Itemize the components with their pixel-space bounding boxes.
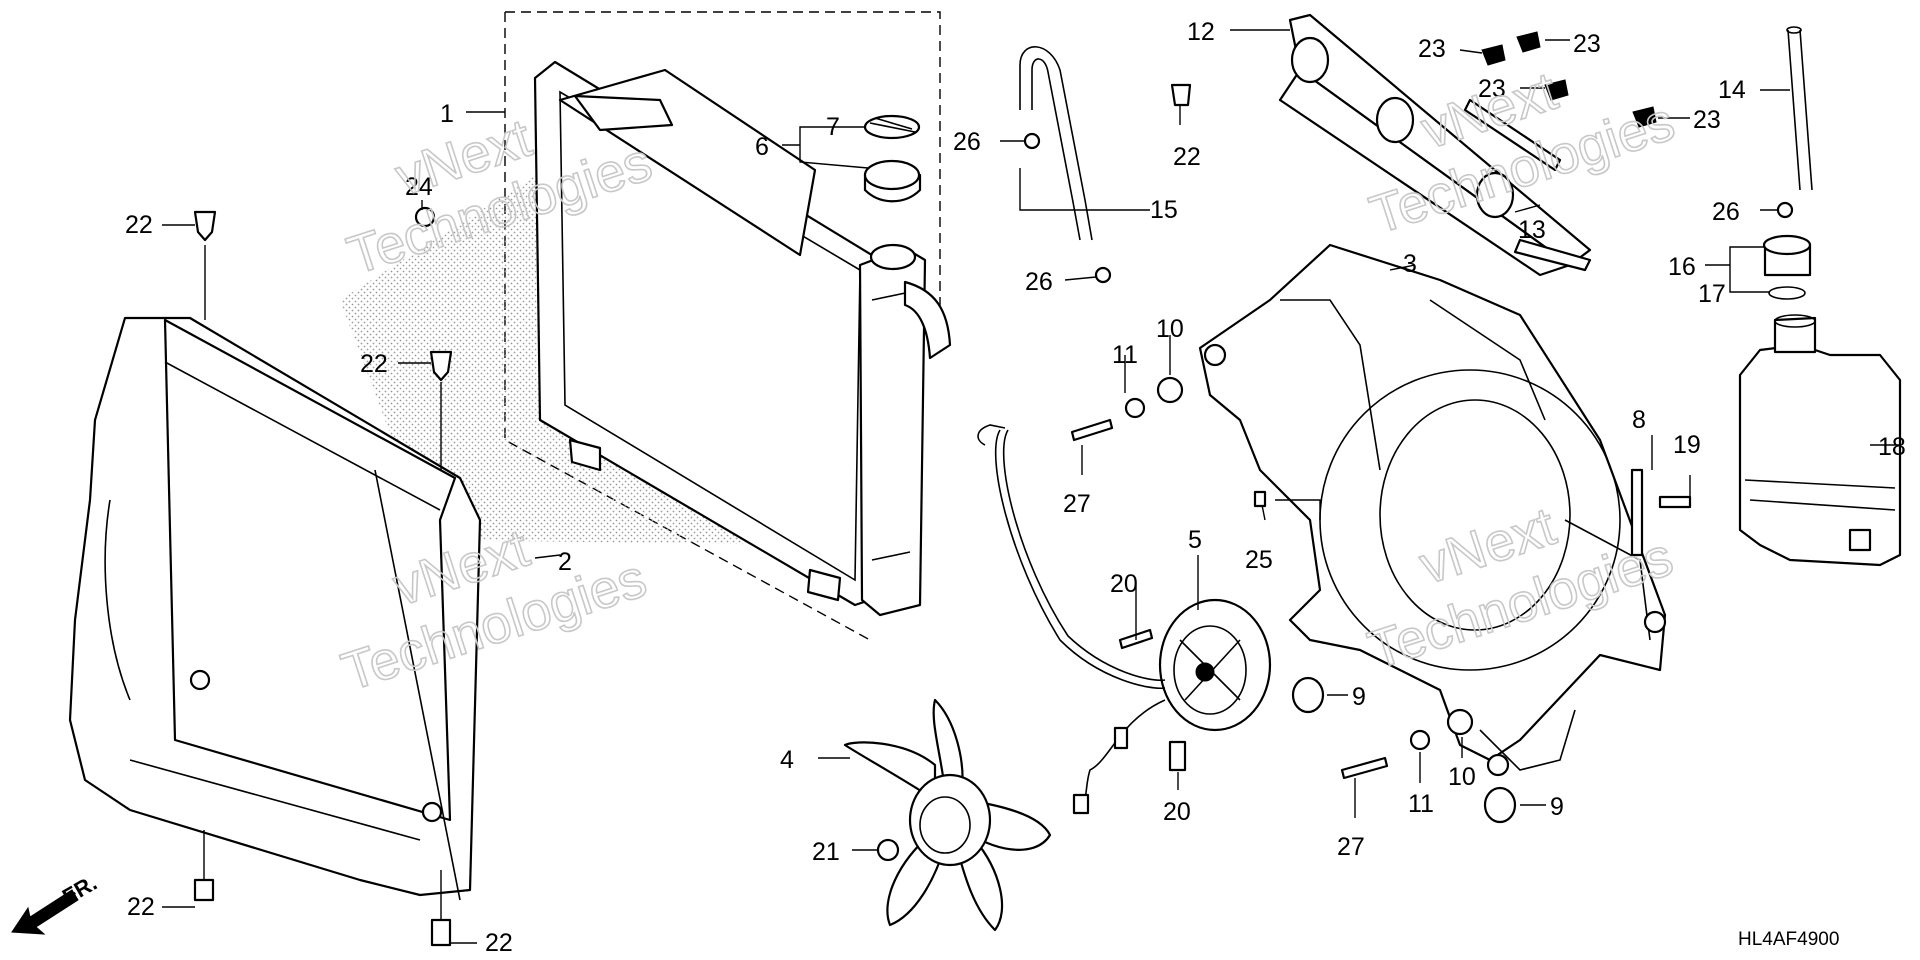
leader-lines — [162, 29, 1900, 944]
callout-21: 21 — [812, 838, 840, 866]
callout-15: 15 — [1150, 196, 1178, 224]
callout-2: 2 — [558, 548, 572, 576]
callout-5: 5 — [1188, 526, 1202, 554]
callout-26b: 26 — [1025, 268, 1053, 296]
callout-23c: 23 — [1478, 75, 1506, 103]
shroud — [68, 316, 482, 901]
callout-26c: 26 — [1712, 198, 1740, 226]
bracket — [1278, 13, 1592, 277]
callout-22d: 22 — [485, 929, 513, 957]
fan-shroud — [1198, 243, 1667, 777]
callout-27b: 27 — [1337, 833, 1365, 861]
callout-12: 12 — [1187, 18, 1215, 46]
callouts: 1 2 3 4 5 6 7 8 9 9 10 10 11 11 12 13 14… — [125, 18, 1906, 957]
callout-19: 19 — [1673, 431, 1701, 459]
hoses — [1019, 26, 1813, 241]
callout-20a: 20 — [1110, 570, 1138, 598]
reserve-cap — [1762, 234, 1812, 300]
fan — [843, 698, 1052, 932]
callout-17: 17 — [1698, 280, 1726, 308]
radiator — [340, 11, 952, 641]
callout-9b: 9 — [1550, 793, 1564, 821]
callout-23b: 23 — [1573, 30, 1601, 58]
radiator-cap — [863, 114, 922, 203]
callout-25: 25 — [1245, 546, 1273, 574]
diagram-code: HL4AF4900 — [1738, 929, 1839, 950]
callout-18: 18 — [1878, 433, 1906, 461]
callout-23a: 23 — [1418, 35, 1446, 63]
callout-10b: 10 — [1448, 763, 1476, 791]
callout-7: 7 — [826, 113, 840, 141]
callout-11a: 11 — [1112, 341, 1138, 369]
callout-11b: 11 — [1408, 790, 1434, 818]
callout-22c: 22 — [127, 893, 155, 921]
callout-22e: 22 — [1173, 143, 1201, 171]
callout-23d: 23 — [1693, 106, 1721, 134]
callout-27a: 27 — [1063, 490, 1091, 518]
callout-14: 14 — [1718, 76, 1746, 104]
callout-6: 6 — [755, 133, 769, 161]
callout-26a: 26 — [953, 128, 981, 156]
fan-motor — [977, 424, 1272, 815]
callout-4: 4 — [780, 746, 794, 774]
fasteners — [193, 31, 1794, 947]
callout-1: 1 — [440, 100, 454, 128]
callout-9a: 9 — [1352, 683, 1366, 711]
callout-13: 13 — [1518, 216, 1546, 244]
callout-20b: 20 — [1163, 798, 1191, 826]
callout-10a: 10 — [1156, 315, 1184, 343]
callout-16: 16 — [1668, 253, 1696, 281]
callout-22b: 22 — [360, 350, 388, 378]
callout-22a: 22 — [125, 211, 153, 239]
callout-24: 24 — [405, 173, 433, 201]
reserve-tank — [1738, 314, 1902, 567]
callout-3: 3 — [1403, 250, 1417, 278]
front-arrow: FR. — [11, 870, 101, 935]
callout-8: 8 — [1632, 406, 1646, 434]
